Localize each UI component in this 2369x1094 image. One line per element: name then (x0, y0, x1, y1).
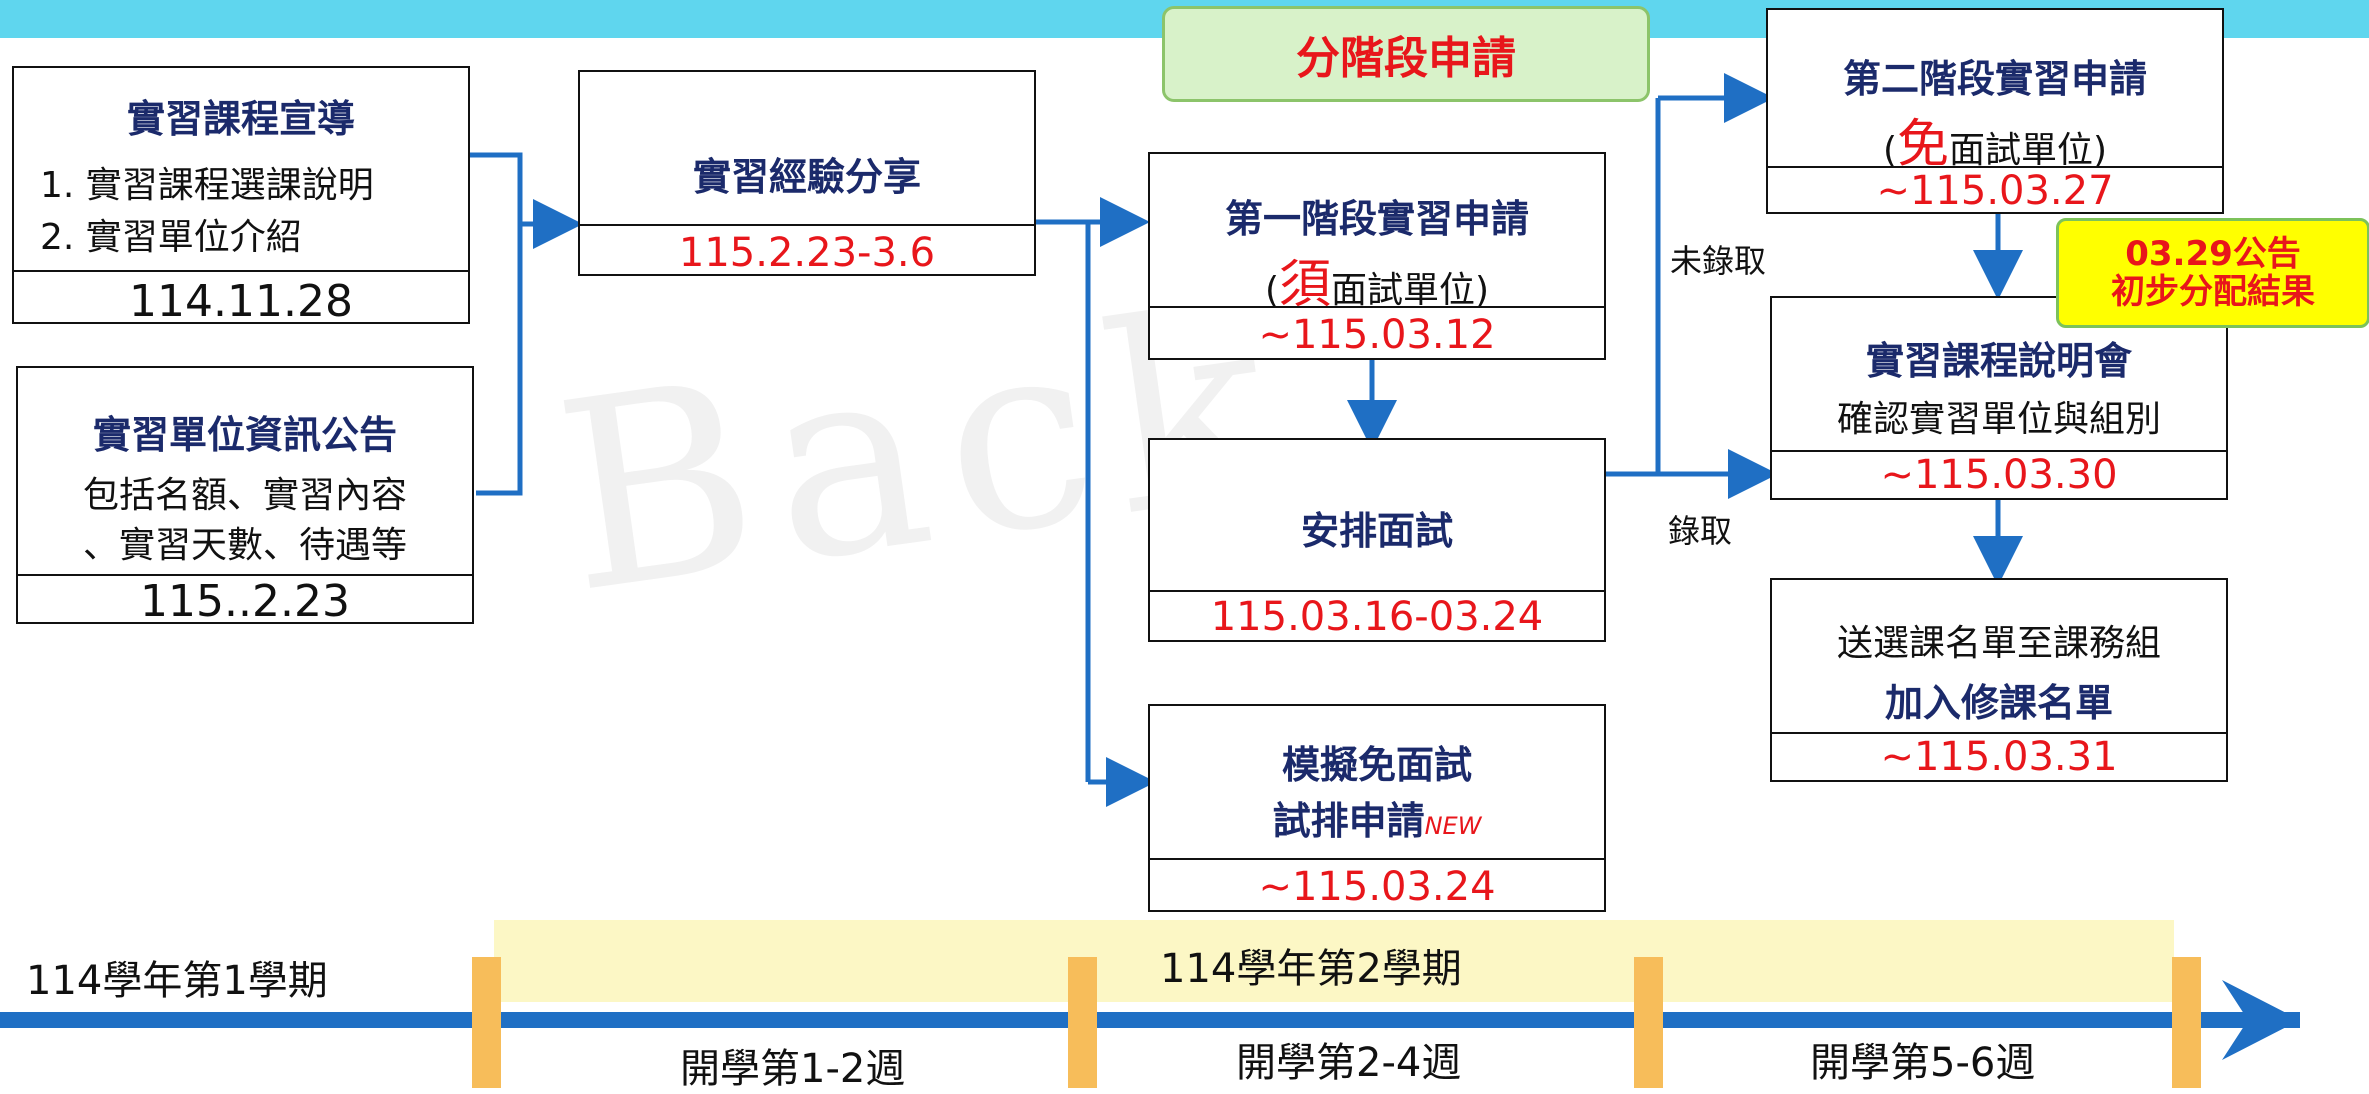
stage1-title: 第一階段實習申請 (1224, 197, 1529, 241)
timeline-tick-1 (472, 957, 501, 1088)
share-date: 115.2.23-3.6 (580, 224, 1034, 276)
semester-2-band (494, 920, 2174, 1002)
mock-box: 模擬免面試 試排申請NEW ~115.03.24 (1148, 704, 1606, 912)
stage1-sub-emphasis: 須 (1278, 255, 1331, 315)
interview-title: 安排面試 (1300, 509, 1453, 553)
share-box: 實習經驗分享 115.2.23-3.6 (578, 70, 1036, 276)
info-title: 實習單位資訊公告 (92, 413, 397, 457)
promo-date: 114.11.28 (14, 270, 468, 327)
week-label-1: 開學第1-2週 (680, 1046, 906, 1092)
interview-date: 115.03.16-03.24 (1150, 590, 1604, 640)
stage2-subtitle: (免面試單位) (1768, 102, 2222, 177)
label-admitted: 錄取 (1668, 512, 1733, 550)
submit-line-1: 送選課名單至課務組 (1836, 623, 2161, 664)
stage2-date: ~115.03.27 (1768, 166, 2222, 214)
label-not-admitted: 未錄取 (1670, 242, 1767, 280)
stage2-box: 第二階段實習申請 (免面試單位) ~115.03.27 (1766, 8, 2224, 214)
mock-date: ~115.03.24 (1150, 858, 1604, 910)
timeline-tick-4 (2172, 957, 2201, 1088)
submit-box: 送選課名單至課務組 加入修課名單 ~115.03.31 (1770, 578, 2228, 782)
stage1-date: ~115.03.12 (1150, 306, 1604, 358)
stage1-sub-rest: 面試單位) (1331, 270, 1490, 311)
phase-title: 分階段申請 (1162, 6, 1650, 102)
briefing-subtitle: 確認實習單位與組別 (1836, 399, 2161, 440)
stage2-sub-emphasis: 免 (1896, 115, 1949, 175)
semester-2-label: 114學年第2學期 (1160, 946, 1462, 992)
info-box: 實習單位資訊公告 包括名額、實習內容 、實習天數、待遇等 115..2.23 (16, 366, 474, 627)
mock-title-1: 模擬免面試 (1281, 743, 1472, 787)
week-label-3: 開學第5-6週 (1810, 1040, 2036, 1086)
notice-line-2: 初步分配結果 (2111, 272, 2315, 312)
week-label-2: 開學第2-4週 (1236, 1040, 1462, 1086)
briefing-date: ~115.03.30 (1772, 450, 2226, 498)
briefing-title: 實習課程說明會 (1865, 339, 2132, 383)
mock-title-2-text: 試排申請 (1272, 799, 1425, 843)
stage1-box: 第一階段實習申請 (須面試單位) ~115.03.12 (1148, 152, 1606, 360)
submit-line-2: 加入修課名單 (1884, 681, 2113, 725)
info-line-2: 、實習天數、待遇等 (82, 525, 407, 566)
promo-item-1: 1. 實習課程選課說明 (40, 165, 374, 206)
promo-item-2: 2. 實習單位介紹 (40, 217, 302, 258)
new-tag: NEW (1424, 812, 1482, 840)
info-line-1: 包括名額、實習內容 (82, 475, 407, 516)
notice-line-1: 03.29公告 (2125, 234, 2301, 274)
stage2-title: 第二階段實習申請 (1842, 57, 2147, 101)
promo-title: 實習課程宣導 (126, 97, 355, 141)
interview-box: 安排面試 115.03.16-03.24 (1148, 438, 1606, 642)
share-title: 實習經驗分享 (692, 155, 921, 199)
briefing-box: 實習課程說明會 確認實習單位與組別 ~115.03.30 (1770, 296, 2228, 500)
timeline-axis (0, 1012, 2300, 1028)
stage2-sub-open: ( (1882, 130, 1897, 171)
promo-box: 實習課程宣導 1. 實習課程選課說明 2. 實習單位介紹 114.11.28 (12, 66, 470, 327)
result-notice: 03.29公告 初步分配結果 (2056, 218, 2369, 328)
stage1-sub-open: ( (1264, 270, 1279, 311)
semester-1-label: 114學年第1學期 (26, 958, 328, 1004)
submit-date: ~115.03.31 (1772, 732, 2226, 780)
timeline-tick-3 (1634, 957, 1663, 1088)
stage2-sub-rest: 面試單位) (1949, 130, 2108, 171)
info-date: 115..2.23 (18, 574, 472, 627)
connector-promo (460, 152, 523, 496)
timeline-tick-2 (1068, 957, 1097, 1088)
mock-title-2: 試排申請NEW (1150, 790, 1604, 845)
stage1-subtitle: (須面試單位) (1150, 242, 1604, 317)
